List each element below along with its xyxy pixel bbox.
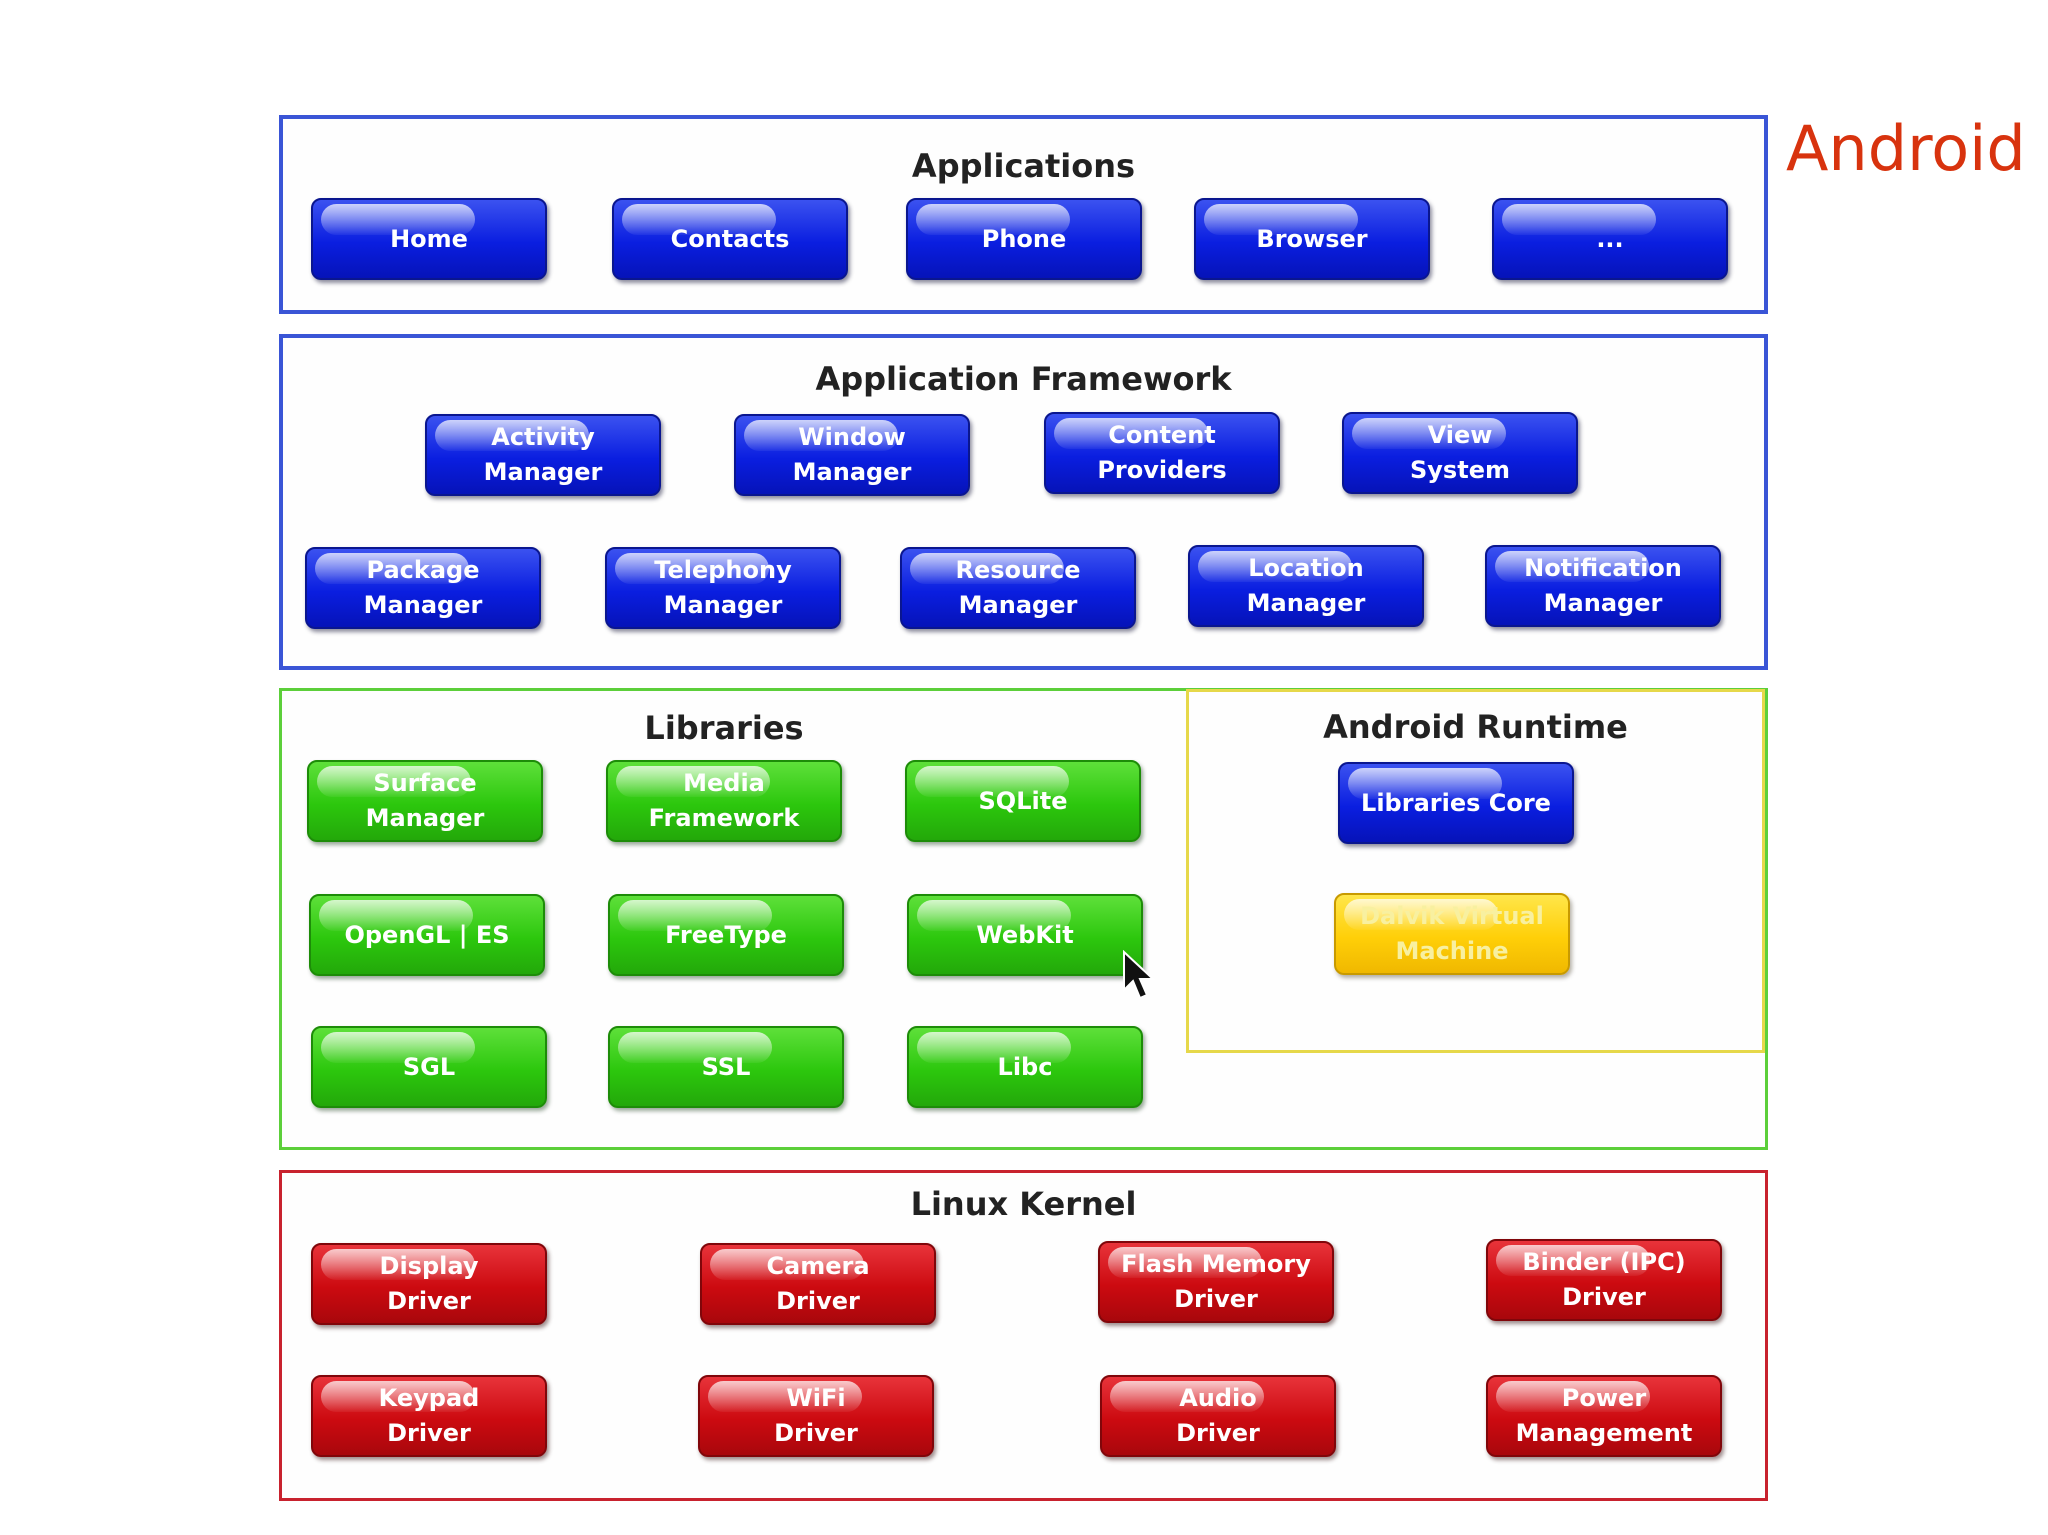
framework-content-providers[interactable]: Content Providers [1044,412,1280,494]
lib-sqlite[interactable]: SQLite [905,760,1141,842]
runtime-layer: Android Runtime [1186,689,1765,1053]
lib-opengl-es[interactable]: OpenGL | ES [309,894,545,976]
kernel-title: Linux Kernel [910,1185,1137,1223]
runtime-libraries-core[interactable]: Libraries Core [1338,762,1574,844]
framework-telephony-manager[interactable]: Telephony Manager [605,547,841,629]
app-more[interactable]: ... [1492,198,1728,280]
runtime-title: Android Runtime [1323,708,1628,746]
framework-notification-manager[interactable]: Notification Manager [1485,545,1721,627]
side-title: Android [1786,112,2026,185]
framework-resource-manager[interactable]: Resource Manager [900,547,1136,629]
runtime-dalvik-vm[interactable]: Dalvik Virtual Machine [1334,893,1570,975]
kernel-flash-memory-driver[interactable]: Flash Memory Driver [1098,1241,1334,1323]
lib-libc[interactable]: Libc [907,1026,1143,1108]
kernel-keypad-driver[interactable]: Keypad Driver [311,1375,547,1457]
applications-title: Applications [911,147,1136,185]
app-browser[interactable]: Browser [1194,198,1430,280]
framework-view-system[interactable]: View System [1342,412,1578,494]
framework-activity-manager[interactable]: Activity Manager [425,414,661,496]
lib-media-framework[interactable]: Media Framework [606,760,842,842]
framework-location-manager[interactable]: Location Manager [1188,545,1424,627]
kernel-power-management[interactable]: Power Management [1486,1375,1722,1457]
kernel-display-driver[interactable]: Display Driver [311,1243,547,1325]
app-phone[interactable]: Phone [906,198,1142,280]
kernel-wifi-driver[interactable]: WiFi Driver [698,1375,934,1457]
framework-package-manager[interactable]: Package Manager [305,547,541,629]
framework-title: Application Framework [815,360,1232,398]
kernel-camera-driver[interactable]: Camera Driver [700,1243,936,1325]
lib-webkit[interactable]: WebKit [907,894,1143,976]
lib-surface-manager[interactable]: Surface Manager [307,760,543,842]
libraries-title: Libraries [644,709,804,747]
mouse-pointer-icon [1123,950,1156,1000]
lib-freetype[interactable]: FreeType [608,894,844,976]
app-home[interactable]: Home [311,198,547,280]
lib-ssl[interactable]: SSL [608,1026,844,1108]
lib-sgl[interactable]: SGL [311,1026,547,1108]
kernel-audio-driver[interactable]: Audio Driver [1100,1375,1336,1457]
framework-window-manager[interactable]: Window Manager [734,414,970,496]
app-contacts[interactable]: Contacts [612,198,848,280]
kernel-binder-driver[interactable]: Binder (IPC) Driver [1486,1239,1722,1321]
